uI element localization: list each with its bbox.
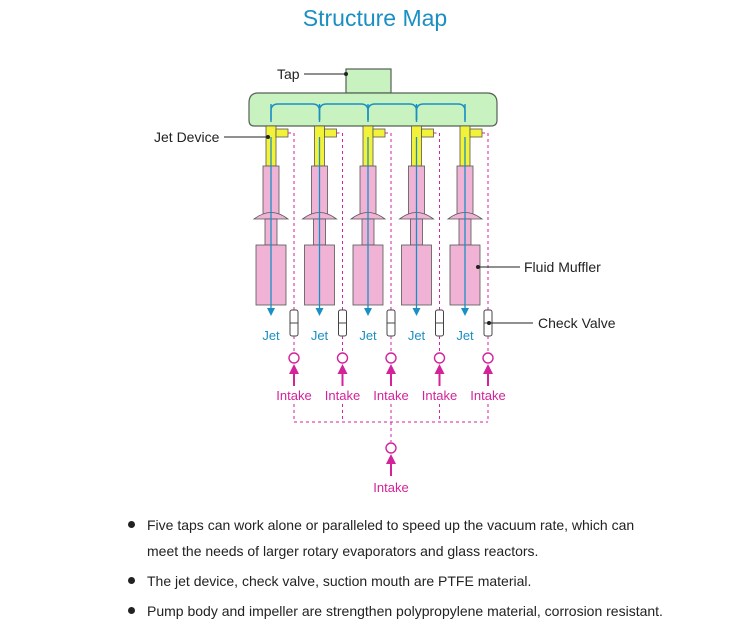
intake-label: Intake	[276, 388, 311, 403]
jet-device-port	[324, 128, 337, 138]
intake-line	[288, 132, 295, 310]
intake-label: Intake	[470, 388, 505, 403]
jet-label: Jet	[408, 328, 426, 343]
intake-label: Intake	[325, 388, 360, 403]
intake-label: Intake	[422, 388, 457, 403]
intake-mouth	[482, 352, 494, 364]
jet-device-port	[421, 128, 434, 138]
jet-label: Jet	[311, 328, 329, 343]
jet-label: Jet	[359, 328, 377, 343]
feature-notes: Five taps can work alone or paralleled t…	[128, 512, 663, 624]
intake-arrowhead	[434, 364, 445, 374]
check-valve-label: Check Valve	[538, 315, 616, 331]
intake-arrowhead	[289, 364, 299, 374]
intake-mouth	[385, 352, 397, 364]
fluid-muffler-label: Fluid Muffler	[524, 259, 601, 275]
intake-arrowhead	[386, 364, 396, 374]
note-item: Pump body and impeller are strengthen po…	[128, 598, 663, 624]
main-intake-mouth	[385, 442, 397, 454]
intake-mouth	[288, 352, 300, 364]
note-item: The jet device, check valve, suction mou…	[128, 568, 663, 594]
jet-label: Jet	[456, 328, 474, 343]
note-item: Five taps can work alone or paralleled t…	[128, 512, 663, 564]
page-title: Structure Map	[302, 5, 448, 31]
tap-block	[345, 68, 392, 94]
intake-label: Intake	[373, 388, 408, 403]
manifold	[248, 92, 498, 127]
intake-line	[433, 132, 440, 310]
bullet-icon	[128, 521, 135, 528]
intake-line	[385, 132, 392, 310]
structure-diagram: JetIntakeJetIntakeJetIntakeJetIntakeJetI…	[154, 66, 616, 495]
bullet-icon	[128, 607, 135, 614]
jet-label: Jet	[262, 328, 280, 343]
intake-arrowhead	[483, 364, 493, 374]
intake-mouth	[433, 352, 446, 364]
main-intake-label: Intake	[373, 480, 408, 495]
bullet-icon	[128, 577, 135, 584]
jet-device-port	[275, 128, 289, 138]
jet-device-port	[372, 128, 386, 138]
intake-line	[336, 132, 343, 310]
intake-mouth	[336, 352, 349, 364]
main-intake-arrowhead	[386, 454, 396, 464]
jet-device-port	[469, 128, 483, 138]
tap-label: Tap	[277, 66, 300, 82]
intake-arrowhead	[337, 364, 348, 374]
intake-line	[482, 132, 489, 310]
jet-device-label: Jet Device	[154, 129, 220, 145]
